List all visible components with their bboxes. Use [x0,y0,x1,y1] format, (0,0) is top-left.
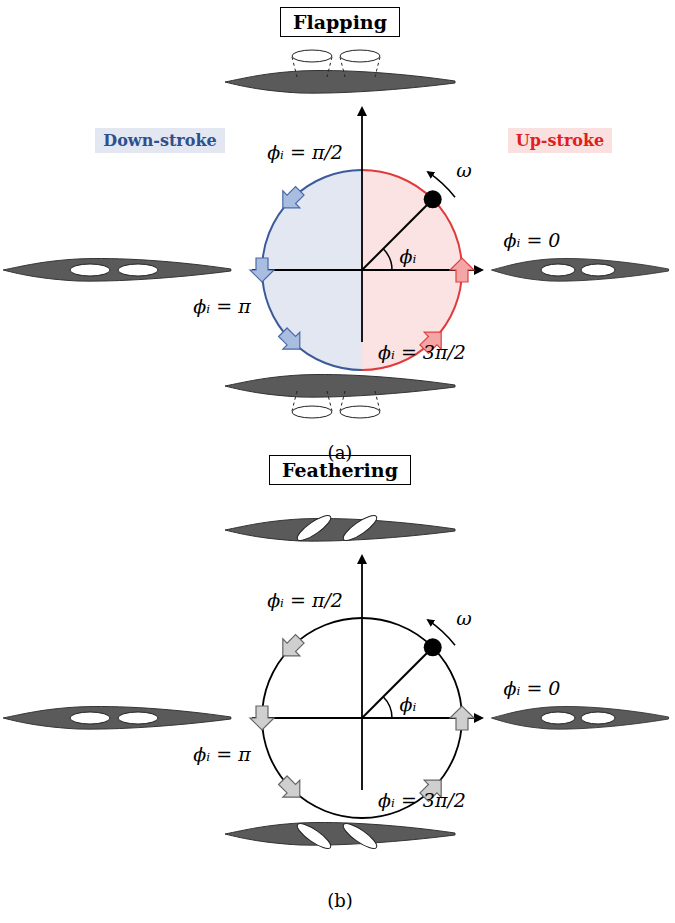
phase-angle-label: ϕᵢ = 0 [504,229,561,251]
angle-symbol: ϕᵢ [400,693,417,715]
feathering-panel [3,512,668,853]
box-text: Down-stroke [103,131,216,150]
phase-angle-label: ϕᵢ = π [193,295,250,317]
panel-caption: (b) [327,890,353,911]
phase-label-box: Down-stroke [95,128,224,153]
angular-velocity-symbol: ω [456,159,472,181]
phase-angle-label: ϕᵢ = 0 [504,677,561,699]
phase-angle-label: ϕᵢ = π/2 [267,589,343,611]
angular-velocity-symbol: ω [456,607,472,629]
phase-angle-label: ϕᵢ = π/2 [267,141,343,163]
phase-angle-label: ϕᵢ = π [193,743,250,765]
box-text: Flapping [293,11,387,33]
phase-angle-label: ϕᵢ = 3π/2 [378,341,466,363]
panel-caption: (a) [328,442,353,463]
fish-body [225,70,455,93]
phase-label-box: Up-stroke [508,128,613,153]
angle-symbol: ϕᵢ [400,245,417,267]
panel-title-box: Flapping [280,7,400,37]
box-text: Up-stroke [516,131,605,150]
flapping-panel [3,50,668,418]
phase-angle-label: ϕᵢ = 3π/2 [378,789,466,811]
